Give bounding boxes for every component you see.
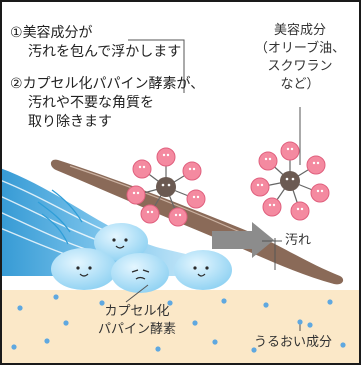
- beauty-label-line-2: （オリーブ油、: [254, 41, 346, 56]
- step-1-number: ①: [10, 25, 23, 41]
- step-2-title: カプセル化パパイン酵素が、: [22, 76, 205, 92]
- enzyme-label: カプセル化 パパイン酵素: [82, 303, 192, 339]
- moisture-label: うるおい成分: [254, 335, 333, 350]
- enzyme-label-line-1: カプセル化: [104, 304, 170, 319]
- step-1-line-1: ①美容成分が: [10, 24, 93, 43]
- step-2-line-3: 取り除きます: [28, 114, 112, 130]
- moisture-dots: [11, 294, 346, 353]
- direction-arrow: [212, 222, 274, 258]
- beauty-label-line-3: スクワラン: [267, 59, 333, 74]
- beauty-ingredient-label: 美容成分 （オリーブ油、 スクワラン など）: [250, 22, 350, 94]
- step-1-line-2: 汚れを包んで浮かします: [28, 44, 182, 60]
- step-2-number: ②: [10, 76, 23, 92]
- skin-layer: [0, 290, 361, 365]
- molecule-cluster-left: [126, 147, 206, 227]
- step-1-title: 美容成分が: [22, 25, 93, 41]
- enzyme-capsules: [51, 223, 232, 293]
- leader-lines: [125, 39, 301, 331]
- wave-lines: [37, 189, 83, 245]
- step-2-line-1: ②カプセル化パパイン酵素が、: [10, 75, 204, 94]
- beauty-label-line-4: など）: [280, 77, 320, 92]
- beauty-label-line-1: 美容成分: [273, 23, 326, 38]
- molecule-cluster-right: [250, 141, 330, 221]
- enzyme-label-line-2: パパイン酵素: [97, 322, 176, 337]
- dirt-label: 汚れ: [285, 233, 312, 248]
- dirt-streak: [50, 159, 344, 285]
- cleansing-wave: [0, 168, 220, 276]
- step-2-line-2: 汚れや不要な角質を: [28, 95, 154, 111]
